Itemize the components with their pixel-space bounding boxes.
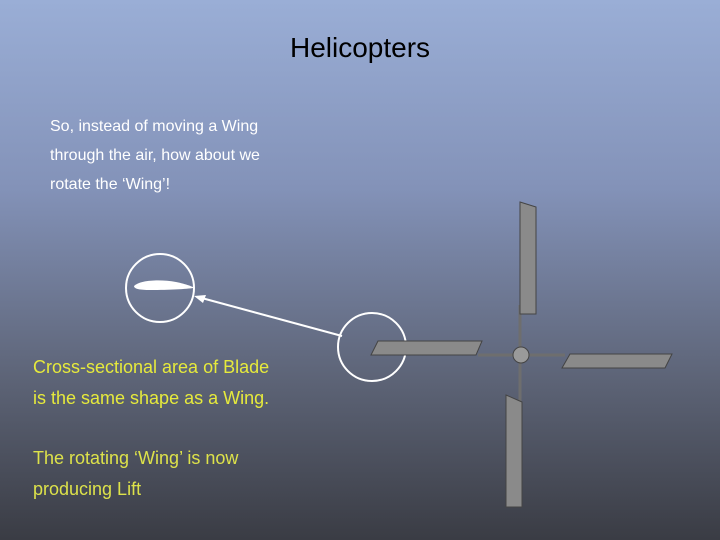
callout-arrow — [197, 296, 343, 337]
slide-title: Helicopters — [289, 32, 431, 63]
rotor-blade-top — [519, 201, 537, 315]
rotor-blade-bottom — [505, 394, 523, 508]
rotor-hub — [512, 346, 530, 364]
blade-note-line-2: is the same shape as a Wing. — [33, 388, 270, 408]
blade-note-line-1: Cross-sectional area of Blade — [33, 357, 270, 377]
lift-note: The rotating ‘Wing’ is now producing Lif… — [33, 443, 363, 505]
rotor-blade-right — [561, 353, 673, 369]
intro-line-2: through the air, how about we — [50, 147, 260, 164]
rotor-blade-left — [370, 340, 483, 356]
blade-note: Cross-sectional area of Blade is the sam… — [33, 352, 363, 414]
airfoil-shape — [134, 280, 194, 290]
intro-text: So, instead of moving a Wing through the… — [50, 112, 350, 199]
arrow-head — [194, 295, 206, 303]
intro-line-1: So, instead of moving a Wing — [50, 118, 259, 135]
lift-note-line-1: The rotating ‘Wing’ is now — [33, 448, 239, 468]
lift-note-line-2: producing Lift — [33, 479, 142, 499]
intro-line-3: rotate the ‘Wing’! — [50, 176, 171, 193]
